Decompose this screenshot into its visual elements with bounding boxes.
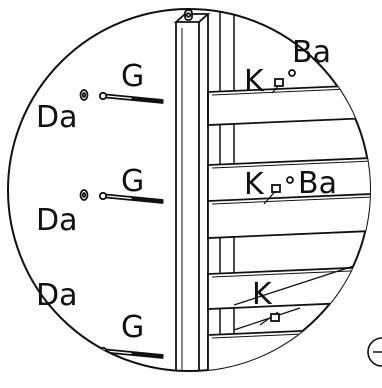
- label-da-2: Da: [36, 203, 77, 238]
- label-da-1: Da: [36, 100, 77, 135]
- label-k-2: K: [244, 167, 265, 202]
- nut-k-3: [259, 311, 280, 326]
- label-k-3: K: [252, 277, 273, 312]
- nut-k-1: [271, 69, 296, 94]
- bolt-g-1: [79, 89, 164, 104]
- label-ba-2: Ba: [298, 166, 337, 201]
- label-g-2: G: [121, 164, 144, 199]
- label-da-3: Da: [36, 278, 77, 313]
- label-ba-1: Ba: [292, 35, 331, 70]
- label-g-3: G: [121, 310, 144, 345]
- slat-middle: [207, 193, 370, 310]
- label-k-1: K: [244, 64, 265, 99]
- label-g-1: G: [121, 59, 144, 94]
- bolt-g-2: [79, 189, 164, 204]
- nut-k-2: [263, 176, 294, 205]
- edge-symbol: [367, 337, 382, 367]
